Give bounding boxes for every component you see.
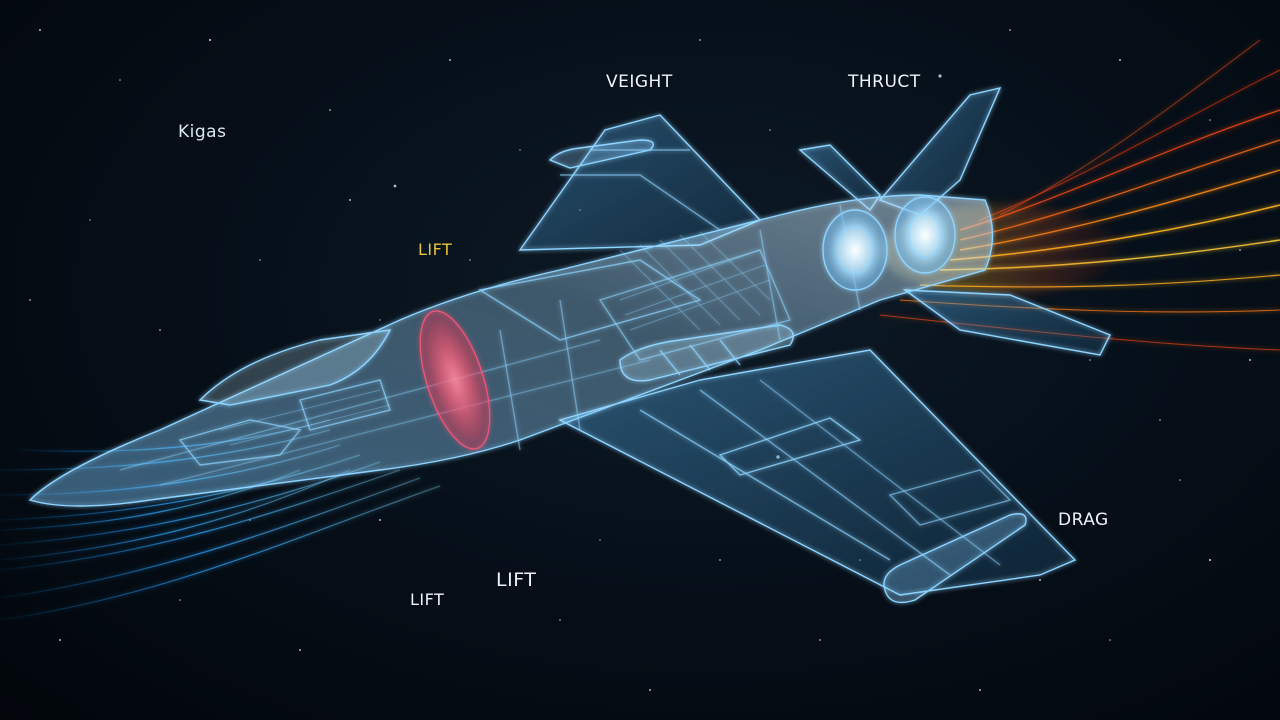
vertical-fin-rear	[798, 144, 881, 212]
engine-intake-right	[894, 196, 956, 274]
label-lift-lower: LIFT	[496, 569, 537, 591]
label-lift-lower-small: LIFT	[410, 590, 445, 609]
cockpit-canopy	[198, 329, 392, 406]
label-kgas: Kigas	[178, 122, 227, 142]
label-drag: DRAG	[1058, 510, 1109, 530]
star-field	[29, 29, 1251, 691]
label-weight: VEIGHT	[606, 72, 673, 92]
label-lift-upper: LIFT	[418, 240, 453, 259]
horizontal-stabilizer	[902, 289, 1111, 356]
label-thrust: THRUCT	[848, 72, 921, 92]
fuselage	[28, 194, 994, 507]
heat-bulkhead	[419, 310, 491, 450]
wing-pod	[883, 513, 1027, 604]
aircraft	[28, 87, 1111, 604]
engine-intake-left	[822, 209, 888, 291]
